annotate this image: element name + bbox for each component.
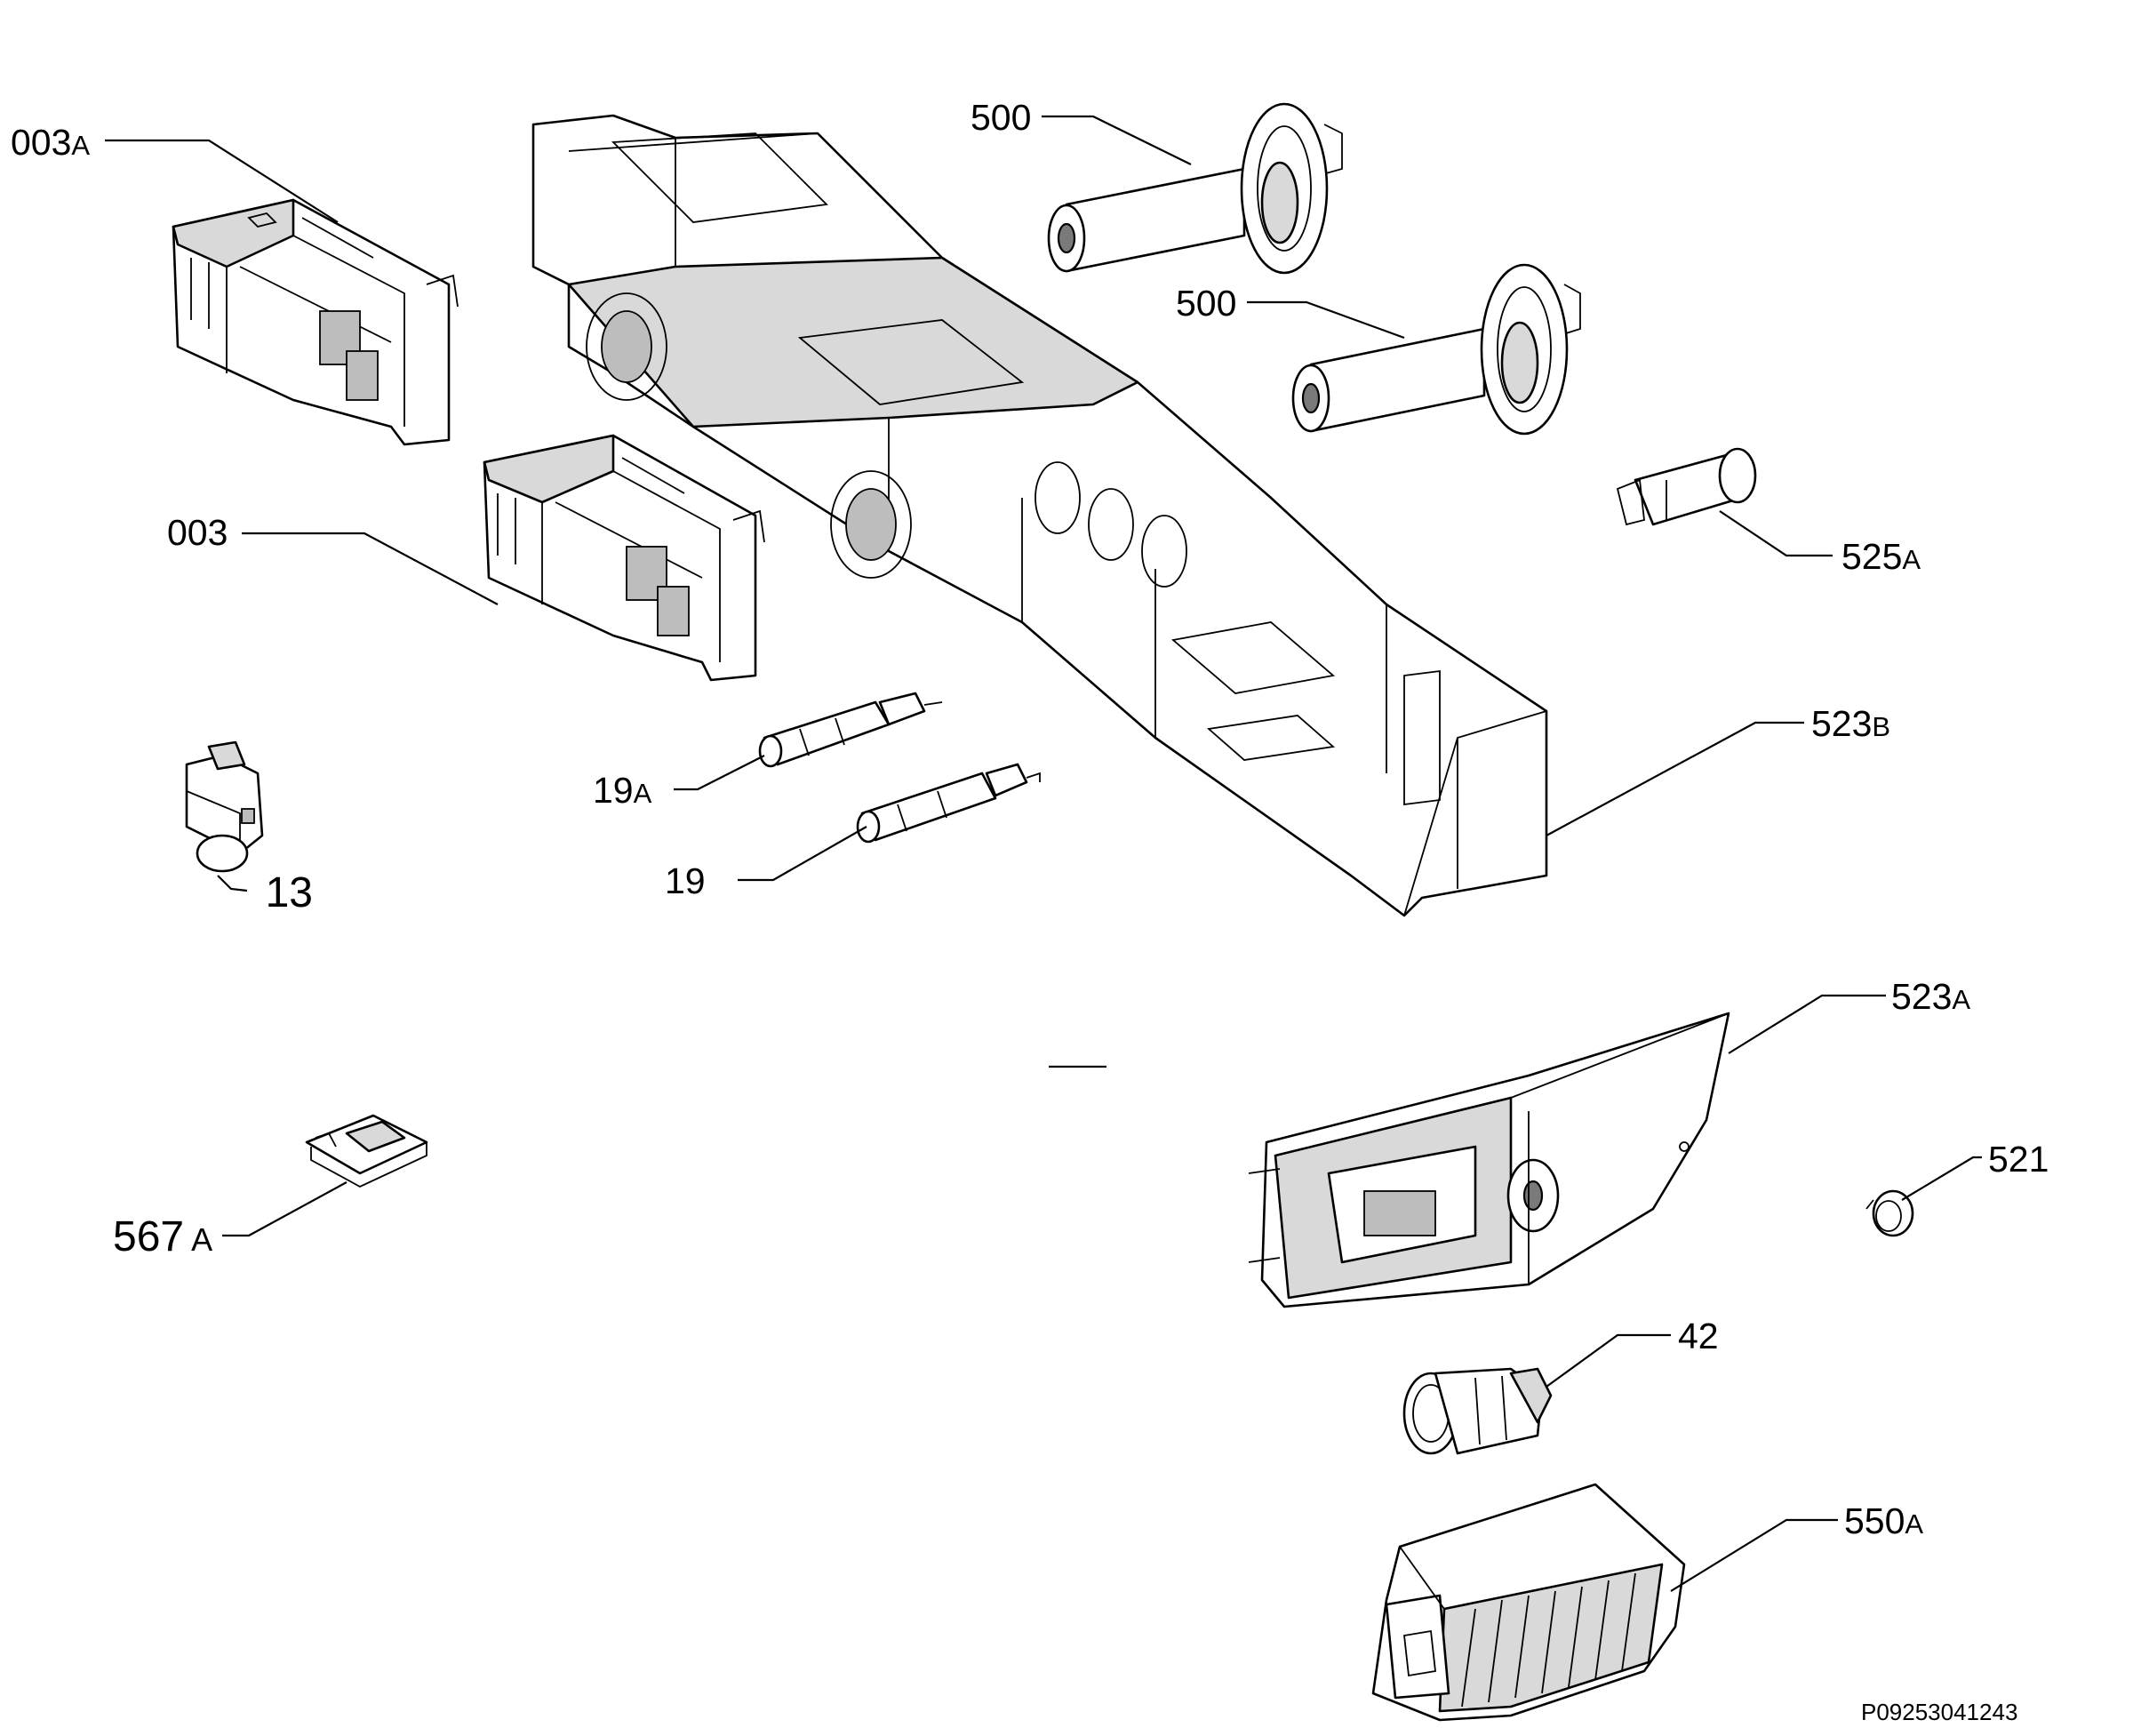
leader-19	[738, 826, 867, 882]
callout-labels: 003A 003 13 19A 19 500 500 525A 523B 523…	[11, 97, 2049, 1725]
leader-500-top	[1042, 115, 1192, 165]
leader-523b	[1546, 721, 1804, 836]
part-523a-dispenser-cover	[1248, 1012, 1730, 1308]
callout-523b: 523B	[1811, 703, 1890, 744]
callout-521: 521	[1988, 1139, 2049, 1180]
leader-lines	[105, 115, 1982, 1592]
part-525a-connector	[1616, 447, 1757, 526]
callout-42: 42	[1678, 1316, 1719, 1356]
leader-521	[1901, 1156, 1982, 1201]
leader-567a	[222, 1181, 348, 1237]
part-42-lampholder	[1402, 1367, 1553, 1455]
part-19a-lamp	[758, 692, 943, 768]
drawing-code: P09253041243	[1861, 1699, 2017, 1725]
callout-19: 19	[665, 860, 706, 901]
callout-500-lower: 500	[1176, 283, 1236, 324]
part-521-cap	[1865, 1189, 1914, 1237]
leader-13	[217, 875, 248, 892]
leader-550a	[1670, 1518, 1838, 1592]
callout-523a: 523A	[1891, 976, 1970, 1017]
part-550a-front-panel	[1371, 1483, 1686, 1722]
callout-003: 003	[167, 512, 228, 553]
part-500-tube-upper	[1047, 102, 1343, 275]
part-13-clip	[185, 740, 264, 873]
leader-500-lower	[1247, 300, 1405, 340]
callout-550a: 550A	[1844, 1500, 1923, 1541]
leader-003	[242, 532, 499, 605]
part-567a-bracket	[305, 1114, 428, 1188]
part-523b-dispenser-housing	[531, 114, 1548, 917]
leader-42	[1546, 1333, 1671, 1388]
callout-003a: 003A	[11, 122, 90, 163]
callout-525a: 525A	[1841, 536, 1921, 577]
part-003-control-unit	[483, 434, 765, 682]
part-003a-control-unit	[172, 198, 459, 446]
leader-19a	[674, 755, 765, 791]
leader-523a	[1728, 994, 1886, 1054]
leader-525a	[1719, 510, 1833, 557]
callout-13: 13	[266, 869, 313, 916]
part-19-lamp	[856, 763, 1041, 844]
leader-003a	[105, 139, 339, 223]
part-500-tube-lower	[1291, 263, 1581, 436]
callout-500-top: 500	[971, 97, 1031, 138]
callout-19a: 19A	[593, 770, 652, 811]
